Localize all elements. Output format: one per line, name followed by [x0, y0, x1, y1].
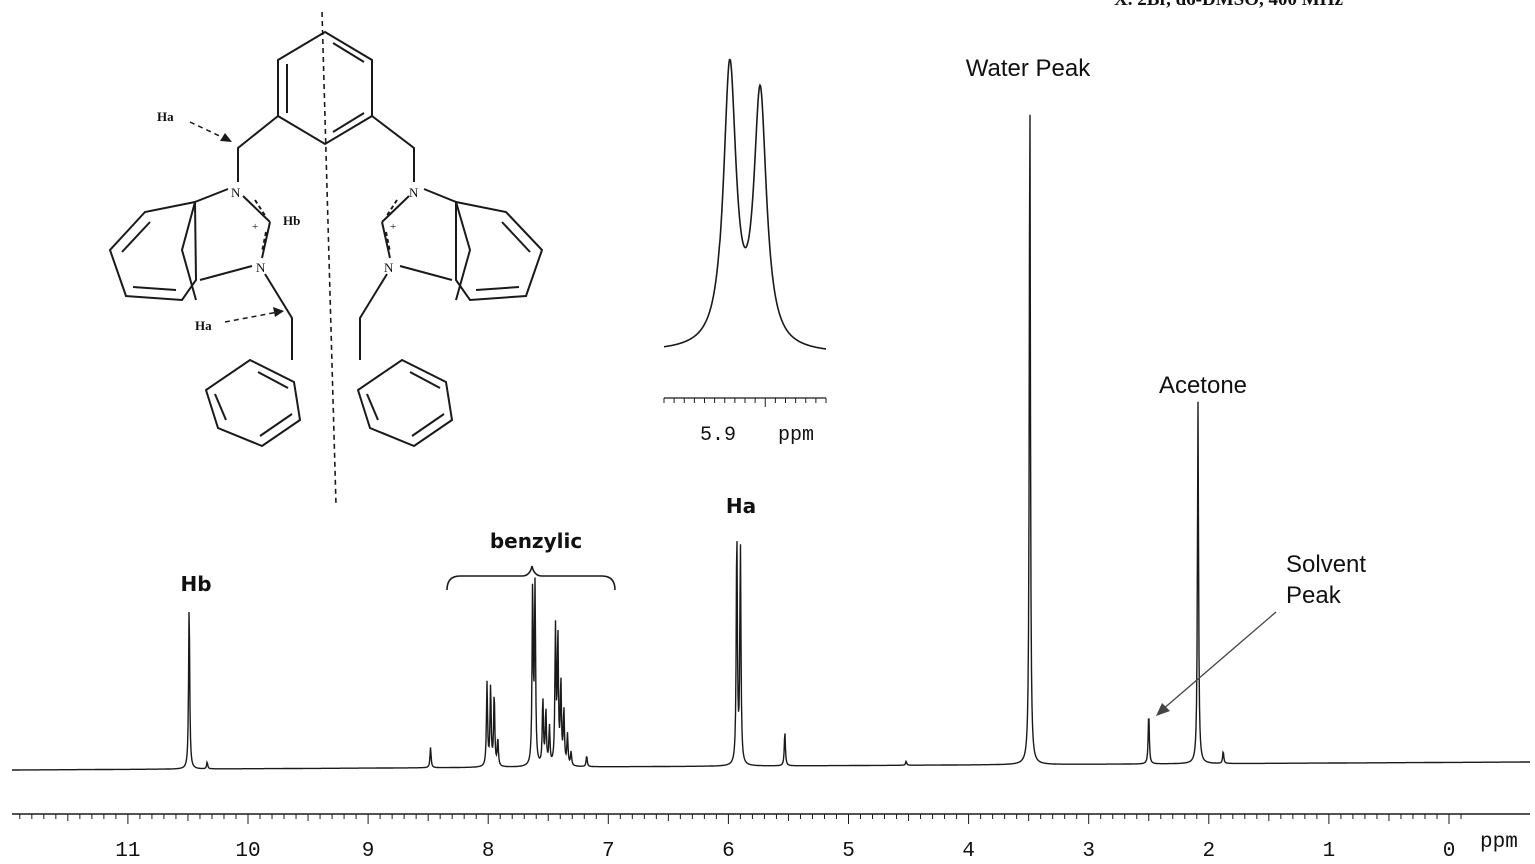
x-tick-label: 5 — [842, 840, 855, 863]
spectrum-trace — [12, 114, 1530, 771]
plus-label-right: + — [390, 221, 396, 233]
benzylic-brace — [446, 565, 616, 591]
x-tick-label: 3 — [1082, 840, 1095, 863]
x-axis-ticks — [19, 814, 1462, 824]
ha-label-top: Ha — [157, 109, 174, 124]
x-tick-label: 6 — [722, 840, 735, 863]
spectrum-header: X. 2Br, d6-DMSO, 400 MHz — [1114, 0, 1343, 10]
inset-ticks — [663, 398, 827, 407]
x-tick-label: 11 — [115, 840, 140, 863]
annotation-hb: Hb — [180, 572, 211, 596]
x-tick-label: 9 — [362, 840, 375, 863]
x-tick-label: 0 — [1443, 840, 1456, 863]
left-benzyl-ring — [204, 358, 302, 448]
molecule-structure — [108, 11, 544, 506]
solvent-arrow-line — [1161, 611, 1277, 711]
n-label-right-top: N — [409, 185, 419, 200]
x-tick-label: 7 — [602, 840, 615, 863]
inset-plot: 5.9 ppm — [663, 58, 827, 447]
inset-trace — [663, 58, 826, 350]
annotation-solvent-peak: Peak — [1286, 582, 1342, 609]
x-tick-label: 10 — [235, 840, 260, 863]
mirror-line — [321, 11, 337, 506]
x-axis-unit-label: ppm — [1480, 831, 1518, 854]
annotation-solvent: Solvent — [1286, 551, 1366, 578]
right-benzyl-ring — [356, 358, 454, 448]
annotation-water-peak: Water Peak — [966, 55, 1091, 82]
n-label-left-top: N — [231, 185, 241, 200]
annotations: Hb benzylic Ha Water Peak Acetone Solven… — [180, 55, 1366, 716]
annotation-benzylic: benzylic — [490, 529, 582, 553]
central-benzene-ring — [277, 30, 373, 146]
annotation-ha: Ha — [726, 494, 756, 518]
ha-label-bottom: Ha — [195, 318, 212, 333]
x-tick-label: 4 — [962, 840, 975, 863]
inset-unit-label: ppm — [778, 424, 814, 447]
x-tick-label: 2 — [1202, 840, 1215, 863]
x-tick-label: 1 — [1323, 840, 1336, 863]
n-label-right-bottom: N — [384, 260, 394, 275]
n-label-left-bottom: N — [256, 260, 266, 275]
plus-label-left: + — [252, 221, 258, 233]
solvent-arrow-head — [1156, 703, 1170, 716]
inset-tick-label: 5.9 — [700, 424, 736, 447]
hb-label: Hb — [283, 213, 300, 228]
annotation-acetone: Acetone — [1159, 372, 1247, 399]
x-tick-label: 8 — [482, 840, 495, 863]
